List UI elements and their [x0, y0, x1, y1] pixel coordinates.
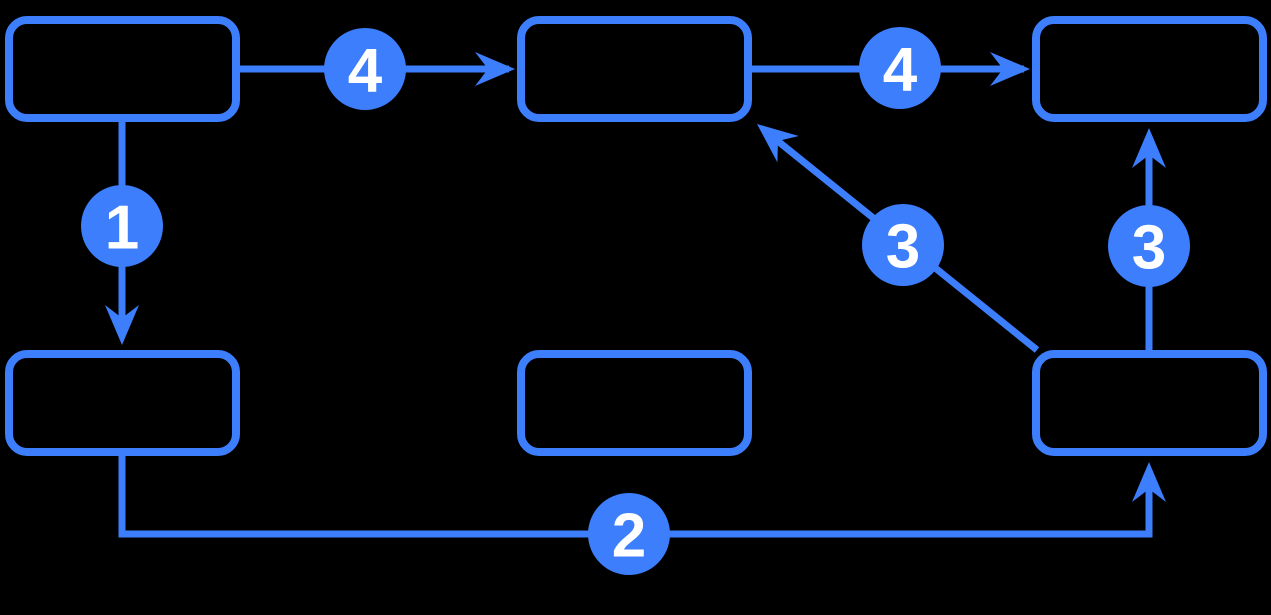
edge-label-e5[interactable]: 3 — [862, 204, 944, 286]
edge-label-e6[interactable]: 3 — [1108, 205, 1190, 287]
edge-labels-layer: 4 4 1 2 3 3 — [81, 27, 1190, 575]
edge-label-circle — [324, 28, 406, 110]
node-shape — [1032, 350, 1267, 456]
edge-label-e1[interactable]: 4 — [324, 28, 406, 110]
arrowhead-icon — [1132, 462, 1166, 502]
edge-label-circle — [1108, 205, 1190, 287]
edge-label-circle — [81, 185, 163, 267]
edge-label-text: 4 — [883, 36, 918, 105]
edge-label-e3[interactable]: 1 — [81, 185, 163, 267]
edge-label-text: 1 — [105, 194, 139, 263]
edge-label-e4[interactable]: 2 — [588, 493, 670, 575]
node-n1[interactable] — [5, 16, 240, 122]
nodes-layer — [5, 16, 1267, 456]
arrowhead-icon — [475, 52, 515, 86]
edge-label-circle — [859, 27, 941, 109]
edge-label-text: 4 — [348, 37, 383, 106]
edges-layer — [105, 52, 1166, 538]
arrowhead-icon — [1132, 128, 1166, 168]
edge-label-e2[interactable]: 4 — [859, 27, 941, 109]
edge-label-circle — [862, 204, 944, 286]
edge-label-text: 3 — [1132, 214, 1166, 283]
node-shape — [5, 16, 240, 122]
arrowhead-icon — [105, 305, 139, 345]
node-n2[interactable] — [517, 16, 752, 122]
node-shape — [517, 350, 752, 456]
node-n3[interactable] — [1032, 16, 1267, 122]
node-n6[interactable] — [1032, 350, 1267, 456]
arrowhead-icon — [990, 52, 1030, 86]
edge-label-circle — [588, 493, 670, 575]
node-shape — [1032, 16, 1267, 122]
node-shape — [5, 350, 240, 456]
node-shape — [517, 16, 752, 122]
arrowhead-icon — [757, 124, 799, 163]
node-n4[interactable] — [5, 350, 240, 456]
edge-label-text: 2 — [612, 502, 646, 571]
node-n5[interactable] — [517, 350, 752, 456]
edge-label-text: 3 — [886, 213, 920, 282]
